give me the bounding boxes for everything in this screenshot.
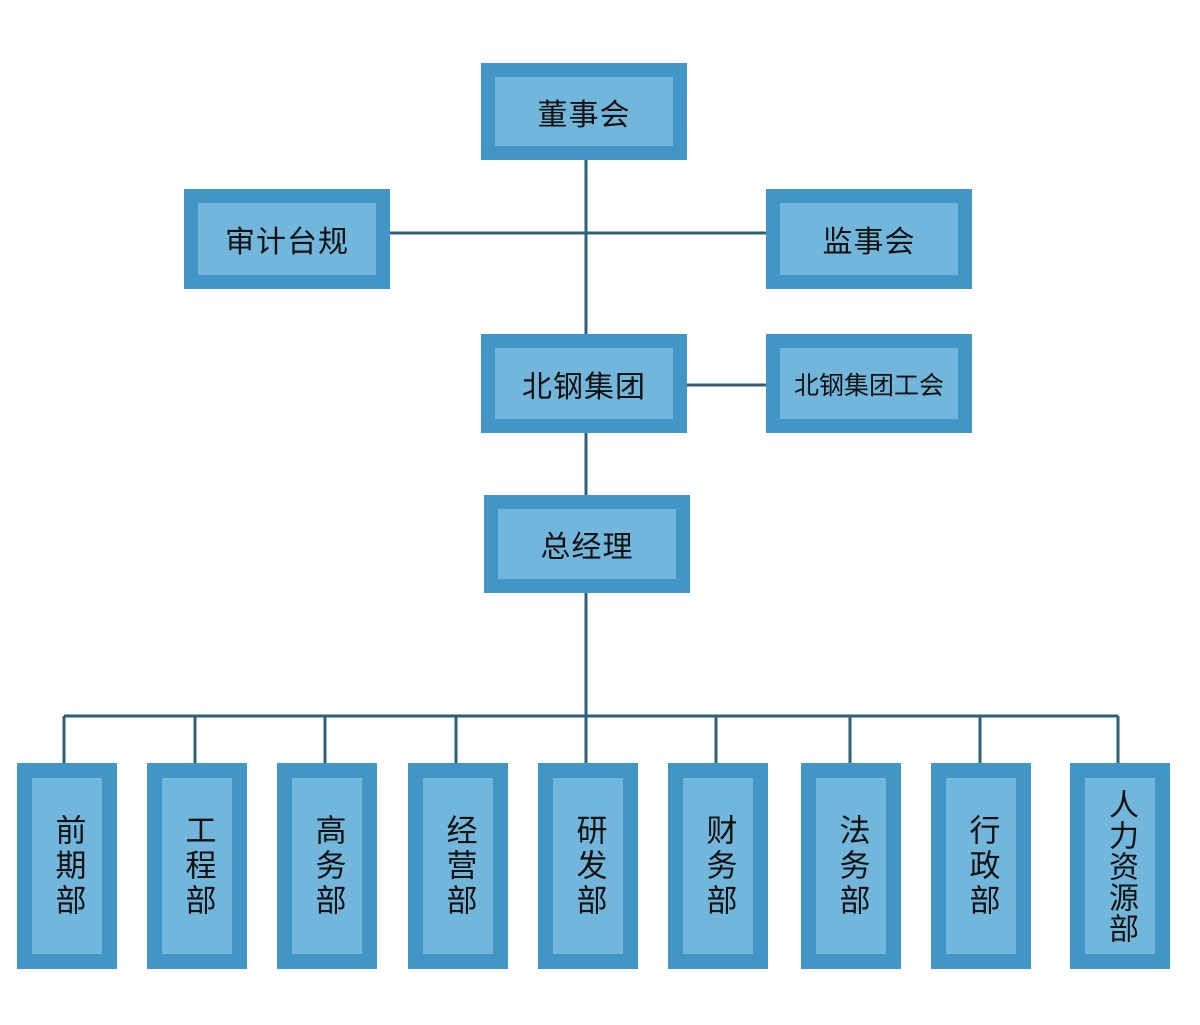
supervisory-board-label: 监事会: [780, 203, 958, 275]
supervisory-board-node: 监事会: [766, 189, 972, 289]
general-manager-node: 总经理: [484, 495, 690, 593]
department-label: 前期部: [32, 778, 102, 954]
department-label: 高务部: [292, 778, 362, 954]
department-label: 法务部: [816, 778, 886, 954]
department-label: 人力资源部: [1085, 778, 1155, 954]
department-label: 财务部: [683, 778, 753, 954]
department-box: 工程部: [147, 763, 247, 969]
department-box: 前期部: [17, 763, 117, 969]
group-node: 北钢集团: [481, 334, 687, 433]
department-box: 行政部: [931, 763, 1031, 969]
department-box: 经营部: [408, 763, 508, 969]
general-manager-label: 总经理: [498, 509, 676, 579]
department-box: 研发部: [538, 763, 638, 969]
audit-node: 审计台规: [184, 189, 390, 289]
union-node: 北钢集团工会: [766, 334, 972, 433]
department-box: 人力资源部: [1070, 763, 1170, 969]
department-label: 工程部: [162, 778, 232, 954]
department-label: 行政部: [946, 778, 1016, 954]
union-label: 北钢集团工会: [780, 348, 958, 419]
department-label: 经营部: [423, 778, 493, 954]
department-label: 研发部: [553, 778, 623, 954]
department-box: 法务部: [801, 763, 901, 969]
audit-label: 审计台规: [198, 203, 376, 275]
board-label: 董事会: [495, 77, 673, 146]
board-node: 董事会: [481, 63, 687, 160]
group-label: 北钢集团: [495, 348, 673, 419]
department-box: 高务部: [277, 763, 377, 969]
department-box: 财务部: [668, 763, 768, 969]
